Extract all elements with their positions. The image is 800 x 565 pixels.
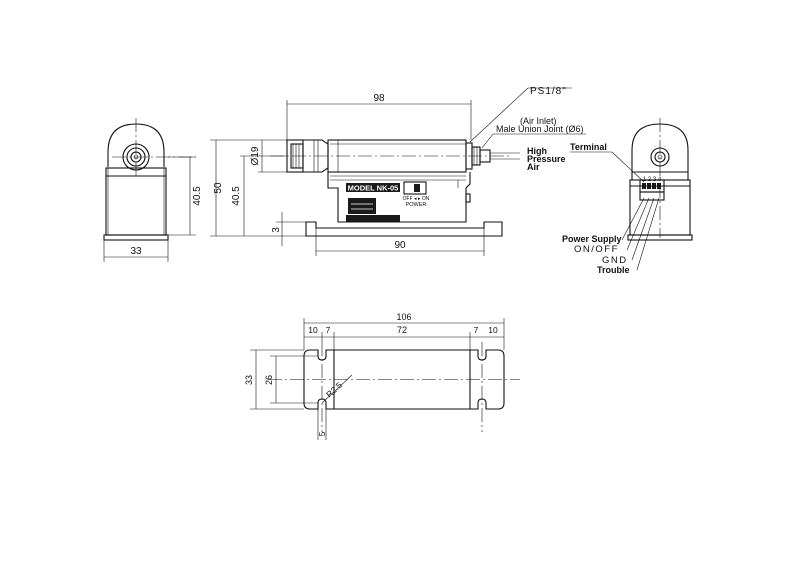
bottom-c-dim: 72 bbox=[397, 325, 407, 335]
switch-text: OFF ◂ ▸ ON bbox=[403, 196, 430, 202]
bottom-e-dim: 10 bbox=[488, 325, 498, 335]
left-end-view: 40.5 33 bbox=[103, 118, 203, 262]
bottom-view: 106 10 7 72 7 10 33 26 R2.5 5 bbox=[244, 312, 520, 440]
bottom-h-outer-dim: 33 bbox=[244, 375, 254, 385]
male-union-label: Male Union Joint (Ø6) bbox=[496, 124, 584, 134]
gnd-label: GND bbox=[602, 255, 628, 266]
thread-label: PS1/8" bbox=[530, 86, 567, 97]
terminal-label: Terminal bbox=[570, 142, 607, 152]
left-height-dim: 40.5 bbox=[192, 186, 203, 206]
side-height-dim: 50 bbox=[213, 182, 224, 194]
trouble-label: Trouble bbox=[597, 265, 630, 275]
right-end-view: 1 2 3 4 bbox=[570, 118, 693, 271]
bottom-d-dim: 7 bbox=[474, 325, 479, 335]
side-height-inner-dim: 40.5 bbox=[231, 186, 242, 206]
terminal-numbers: 1 2 3 4 bbox=[643, 177, 662, 183]
bottom-a-dim: 10 bbox=[308, 325, 318, 335]
side-dia-dim: Ø19 bbox=[250, 146, 261, 165]
power-supply-label: Power Supply bbox=[562, 234, 622, 244]
side-base-thk-dim: 3 bbox=[271, 227, 282, 233]
side-base-dim: 90 bbox=[394, 240, 406, 251]
high-pressure-label-1: High bbox=[527, 146, 547, 156]
high-pressure-label-3: Air bbox=[527, 162, 540, 172]
switch-label: POWER bbox=[406, 202, 427, 208]
side-view: 98 MODEL NK-05 bbox=[210, 87, 586, 256]
high-pressure-label-2: Pressure bbox=[527, 154, 566, 164]
side-length-dim: 98 bbox=[373, 93, 385, 104]
on-off-label: ON/OFF bbox=[574, 244, 619, 255]
bottom-b-dim: 7 bbox=[326, 325, 331, 335]
bottom-slot-dim: 5 bbox=[317, 431, 327, 436]
bottom-total-dim: 106 bbox=[396, 312, 411, 322]
model-label: MODEL NK-05 bbox=[348, 184, 399, 193]
air-inlet-label: (Air Inlet) bbox=[520, 116, 557, 126]
bottom-h-inner-dim: 26 bbox=[264, 375, 274, 385]
left-width-dim: 33 bbox=[130, 246, 142, 257]
